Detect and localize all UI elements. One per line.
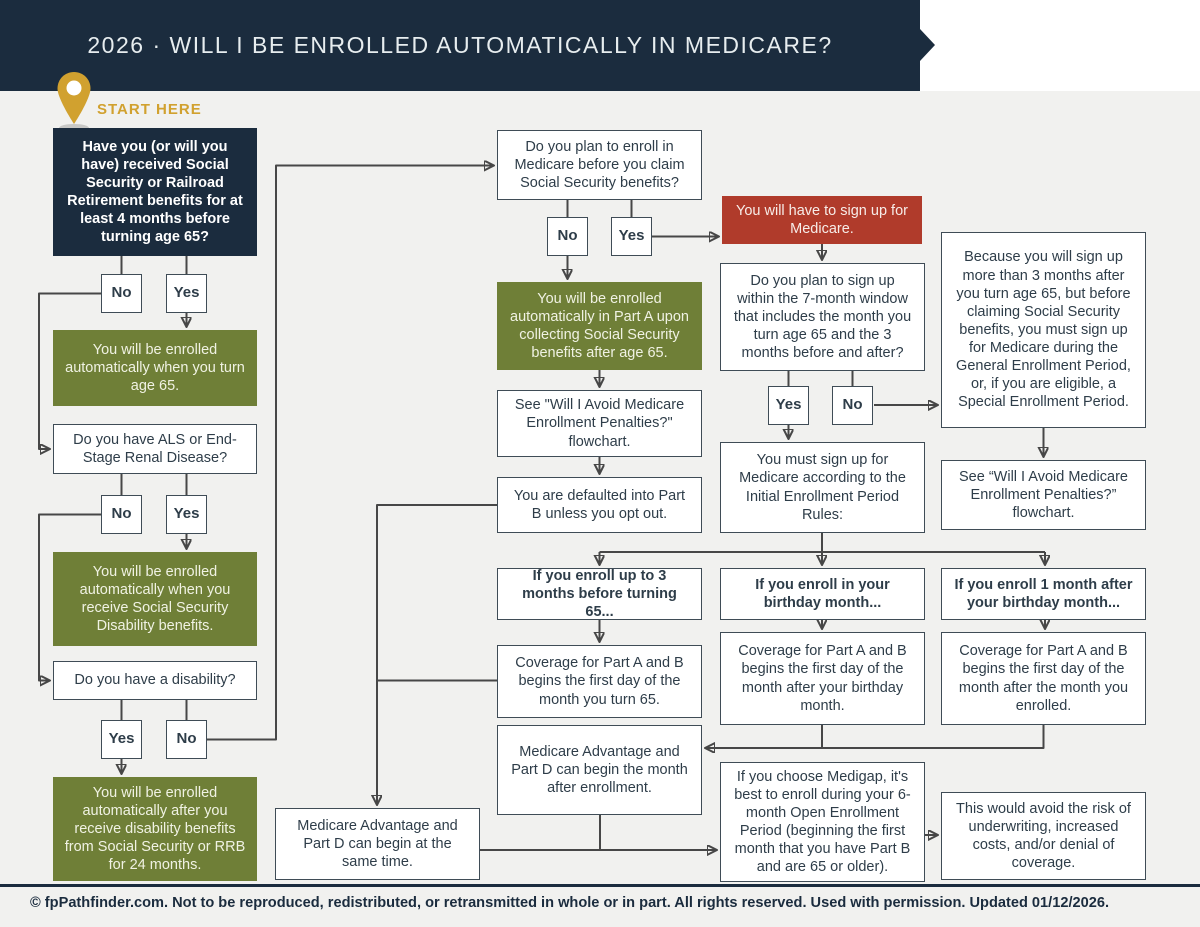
node-auto-enrolled-ssdi: You will be enrolled automatically when …: [53, 552, 257, 646]
footer-text: © fpPathfinder.com. Not to be reproduced…: [30, 895, 1110, 911]
node-q-ss-rrb: Have you (or will you have) received Soc…: [53, 128, 257, 256]
node-auto-part-a: You will be enrolled automatically in Pa…: [497, 282, 702, 370]
node-ma-partd-month-after: Medicare Advantage and Part D can begin …: [497, 725, 702, 815]
node-auto-enrolled-65: You will be enrolled automatically when …: [53, 330, 257, 406]
node-coverage-month-after-enrolled: Coverage for Part A and B begins the fir…: [941, 632, 1146, 725]
node-see-penalties-flowchart-2: See “Will I Avoid Medicare Enrollment Pe…: [941, 460, 1146, 530]
node-q-als-esrd: Do you have ALS or End-Stage Renal Disea…: [53, 424, 257, 474]
node-sign-up-for-medicare: You will have to sign up for Medicare.: [722, 196, 922, 244]
node-medigap-open-enrollment: If you choose Medigap, it's best to enro…: [720, 762, 925, 882]
header-bar: 2026 · WILL I BE ENROLLED AUTOMATICALLY …: [0, 0, 920, 91]
answer-yes-1: Yes: [166, 274, 207, 313]
answer-yes-4: Yes: [611, 217, 652, 256]
footer-divider: [0, 884, 1200, 887]
answer-yes-2: Yes: [166, 495, 207, 534]
map-pin-icon: [57, 72, 91, 132]
node-ma-partd-same-time: Medicare Advantage and Part D can begin …: [275, 808, 480, 880]
node-header-enroll-birthday-month: If you enroll in your birthday month...: [720, 568, 925, 620]
node-see-penalties-flowchart-1: See "Will I Avoid Medicare Enrollment Pe…: [497, 390, 702, 457]
answer-no-4: No: [547, 217, 588, 256]
answer-yes-3: Yes: [101, 720, 142, 759]
answer-no-3: No: [166, 720, 207, 759]
node-avoid-underwriting: This would avoid the risk of underwritin…: [941, 792, 1146, 880]
answer-no-5: No: [832, 386, 873, 425]
node-q-enroll-before-claim: Do you plan to enroll in Medicare before…: [497, 130, 702, 200]
answer-yes-5: Yes: [768, 386, 809, 425]
node-default-part-b: You are defaulted into Part B unless you…: [497, 477, 702, 533]
node-coverage-month-turn-65: Coverage for Part A and B begins the fir…: [497, 645, 702, 718]
node-coverage-month-after-birthday: Coverage for Part A and B begins the fir…: [720, 632, 925, 725]
flowchart-title: 2026 · WILL I BE ENROLLED AUTOMATICALLY …: [87, 32, 833, 58]
node-auto-enrolled-24mo: You will be enrolled automatically after…: [53, 777, 257, 881]
node-header-enroll-1mo-after: If you enroll 1 month after your birthda…: [941, 568, 1146, 620]
node-iep-rules: You must sign up for Medicare according …: [720, 442, 925, 533]
answer-no-1: No: [101, 274, 142, 313]
answer-no-2: No: [101, 495, 142, 534]
header-arrow-icon: [920, 29, 935, 61]
node-general-enrollment-period: Because you will sign up more than 3 mon…: [941, 232, 1146, 428]
start-here-label: START HERE: [97, 101, 202, 118]
node-q-disability: Do you have a disability?: [53, 661, 257, 700]
node-q-7-month-window: Do you plan to sign up within the 7-mont…: [720, 263, 925, 371]
node-header-enroll-3mo-before: If you enroll up to 3 months before turn…: [497, 568, 702, 620]
